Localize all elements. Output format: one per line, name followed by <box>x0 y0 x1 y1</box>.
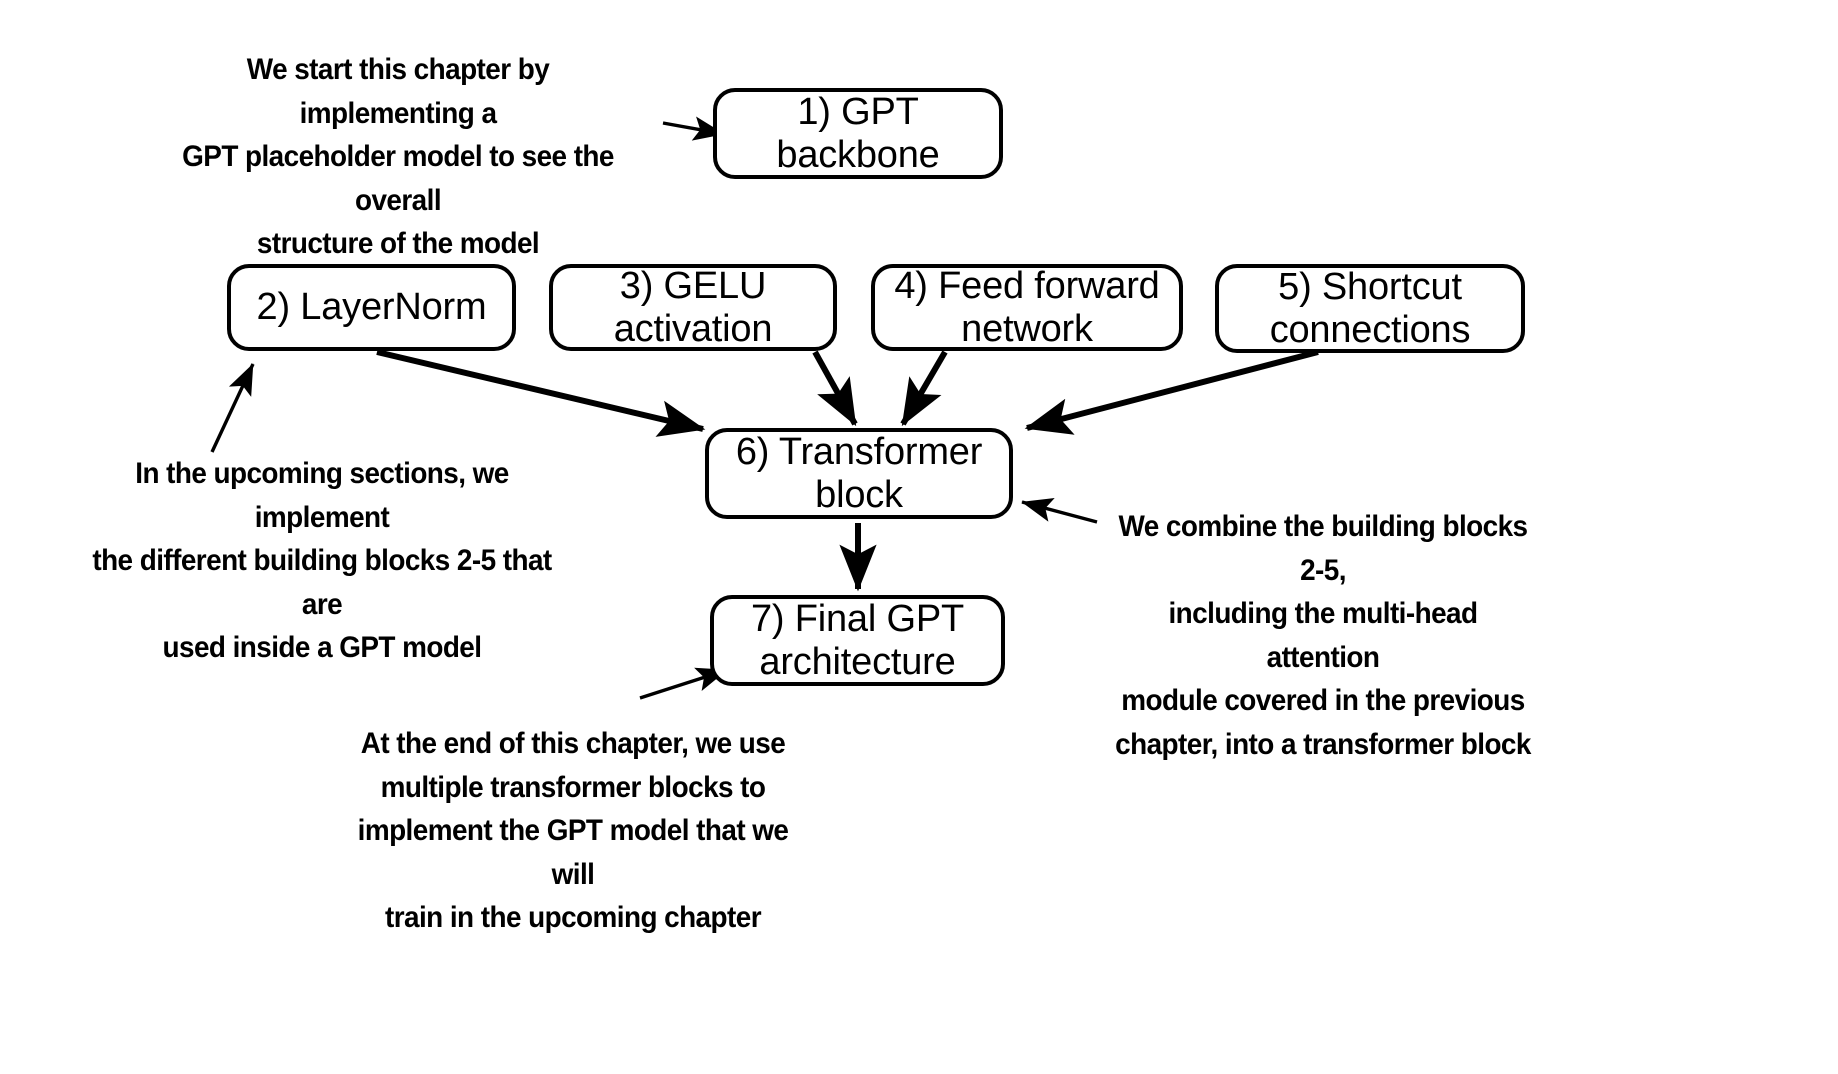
node-feed-forward[interactable]: 4) Feed forward network <box>871 264 1183 351</box>
node-shortcut-connections-label: 5) Shortcut connections <box>1269 265 1471 351</box>
edge-feedforward-to-transformer <box>900 350 948 427</box>
node-gelu-activation[interactable]: 3) GELU activation <box>549 264 837 351</box>
node-gpt-backbone[interactable]: 1) GPT backbone <box>713 88 1003 179</box>
node-gpt-backbone-label: 1) GPT backbone <box>776 90 940 176</box>
node-transformer-block[interactable]: 6) Transformer block <box>705 428 1013 519</box>
node-gelu-activation-label: 3) GELU activation <box>613 264 773 350</box>
node-final-gpt[interactable]: 7) Final GPT architecture <box>710 595 1005 686</box>
node-final-gpt-label: 7) Final GPT architecture <box>751 597 964 683</box>
node-shortcut-connections[interactable]: 5) Shortcut connections <box>1215 264 1525 353</box>
edge-gelu-to-transformer <box>812 350 858 427</box>
annotation-building-blocks: In the upcoming sections, we implement t… <box>92 457 552 664</box>
node-feed-forward-label: 4) Feed forward network <box>894 264 1160 350</box>
edge-shortcut-to-transformer <box>1024 349 1319 435</box>
edge-layernorm-to-transformer <box>376 349 706 437</box>
edge-blocks-note-to-layernorm <box>210 363 255 453</box>
edge-combine-note-to-transformer <box>1021 498 1098 524</box>
annotation-combine: We combine the building blocks 2-5, incl… <box>1115 510 1531 761</box>
node-layernorm-label: 2) LayerNorm <box>256 286 487 329</box>
annotation-intro: We start this chapter by implementing a … <box>182 53 614 260</box>
annotation-end-of-chapter: At the end of this chapter, we use multi… <box>357 727 789 934</box>
node-layernorm[interactable]: 2) LayerNorm <box>227 264 516 351</box>
node-transformer-block-label: 6) Transformer block <box>735 430 983 516</box>
